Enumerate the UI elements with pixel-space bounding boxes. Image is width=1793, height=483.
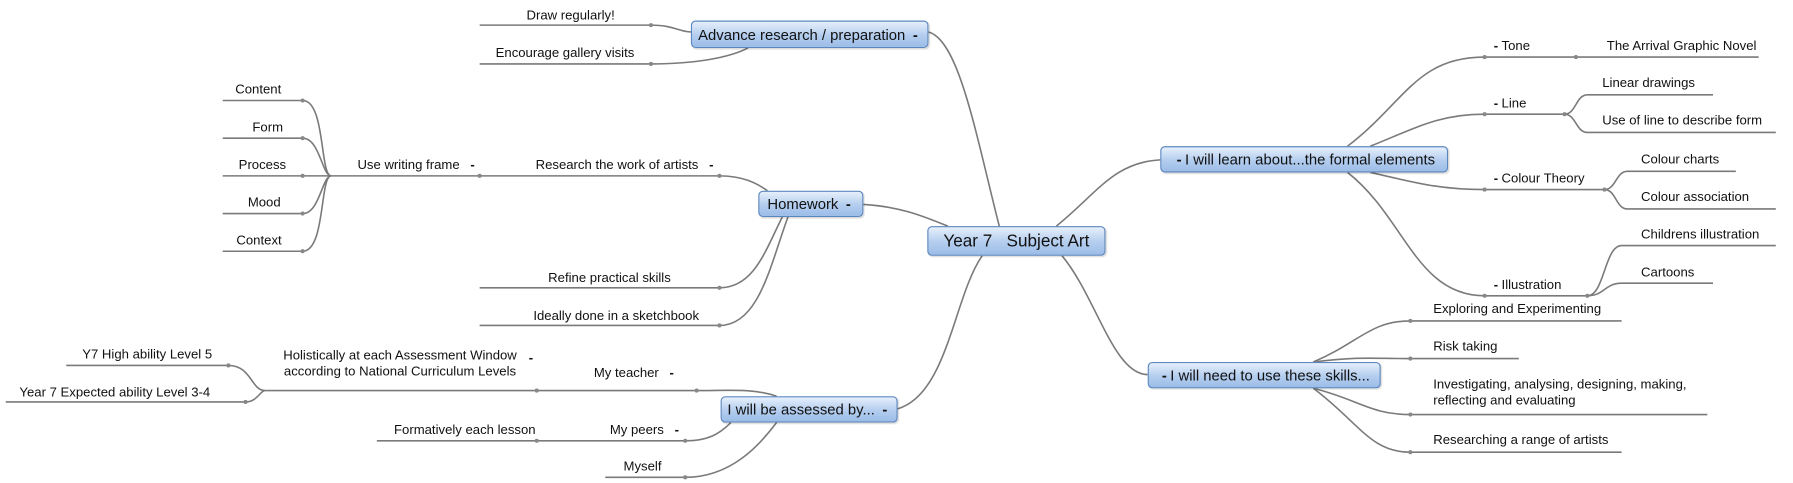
topic-label: I will learn about...the formal elements bbox=[1185, 150, 1436, 168]
subtopic-process[interactable]: Process bbox=[238, 158, 287, 173]
collapse-toggle[interactable]: - bbox=[528, 351, 534, 366]
subtopic-line[interactable]: -Line bbox=[1490, 96, 1527, 112]
collapse-toggle[interactable]: - bbox=[674, 423, 679, 438]
subtopic-myself[interactable]: Myself bbox=[623, 460, 662, 474]
subtopic-label-line: according to National Curriculum Levels bbox=[283, 365, 517, 380]
subtopic-investigating[interactable]: Investigating, analysing, designing, mak… bbox=[1433, 377, 1686, 409]
topic-label: I will be assessed by... bbox=[727, 400, 875, 418]
subtopic-label-line: Investigating, analysing, designing, mak… bbox=[1433, 378, 1687, 392]
subtopic-research-artists[interactable]: Research the work of artists - bbox=[536, 158, 717, 174]
topic-homework[interactable]: Homework - bbox=[758, 190, 864, 217]
topic-advance-research[interactable]: Advance research / preparation - bbox=[690, 20, 929, 48]
subtopic-high-ability[interactable]: Y7 High ability Level 5 bbox=[82, 348, 213, 363]
subtopic-arrival-graphic-novel[interactable]: The Arrival Graphic Novel bbox=[1606, 39, 1757, 54]
subtopic-my-peers[interactable]: My peers - bbox=[610, 423, 683, 439]
collapse-toggle[interactable]: - bbox=[1493, 172, 1499, 187]
subtopic-exploring[interactable]: Exploring and Experimenting bbox=[1433, 302, 1602, 317]
subtopic-gallery-visits[interactable]: Encourage gallery visits bbox=[495, 46, 635, 61]
collapse-toggle[interactable]: - bbox=[1493, 39, 1499, 54]
topic-assessed-by[interactable]: I will be assessed by... - bbox=[720, 396, 898, 423]
collapse-toggle[interactable]: - bbox=[1493, 97, 1499, 111]
subtopic-colour-charts[interactable]: Colour charts bbox=[1641, 153, 1720, 167]
subtopic-expected-ability[interactable]: Year 7 Expected ability Level 3-4 bbox=[19, 385, 211, 400]
subtopic-label: My teacher bbox=[593, 366, 659, 381]
subtopic-form[interactable]: Form bbox=[252, 121, 284, 135]
subtopic-refine-skills[interactable]: Refine practical skills bbox=[548, 271, 671, 286]
subtopic-label: My peers bbox=[609, 423, 664, 438]
subtopic-label: Illustration bbox=[1501, 278, 1562, 293]
subtopic-draw-regularly[interactable]: Draw regularly! bbox=[526, 9, 615, 23]
subtopic-linear-drawings[interactable]: Linear drawings bbox=[1602, 76, 1695, 91]
topic-label: Homework bbox=[767, 195, 839, 213]
subtopic-writing-frame[interactable]: Use writing frame - bbox=[357, 158, 478, 174]
subtopic-context[interactable]: Context bbox=[236, 234, 282, 248]
topic-formal-elements[interactable]: -I will learn about...the formal element… bbox=[1160, 146, 1449, 173]
central-topic-label: Year 7 Subject Art bbox=[943, 231, 1090, 251]
collapse-toggle[interactable]: - bbox=[882, 400, 888, 418]
collapse-toggle[interactable]: - bbox=[1493, 278, 1499, 293]
subtopic-sketchbook[interactable]: Ideally done in a sketchbook bbox=[533, 309, 700, 324]
collapse-toggle[interactable]: - bbox=[1161, 366, 1167, 384]
collapse-toggle[interactable]: - bbox=[470, 158, 475, 173]
subtopic-risk-taking[interactable]: Risk taking bbox=[1433, 340, 1498, 355]
subtopic-label: Line bbox=[1501, 97, 1527, 111]
collapse-toggle[interactable]: - bbox=[845, 195, 851, 213]
subtopic-colour-association[interactable]: Colour association bbox=[1641, 190, 1750, 205]
subtopic-holistically[interactable]: Holistically at each Assessment Window a… bbox=[283, 348, 533, 380]
subtopic-mood[interactable]: Mood bbox=[247, 196, 281, 211]
subtopic-label: Tone bbox=[1501, 39, 1531, 54]
subtopic-colour-theory[interactable]: -Colour Theory bbox=[1490, 171, 1585, 187]
topic-label: I will need to use these skills... bbox=[1170, 366, 1370, 384]
subtopic-my-teacher[interactable]: My teacher - bbox=[594, 365, 678, 381]
subtopic-illustration[interactable]: -Illustration bbox=[1490, 278, 1562, 294]
topic-label: Advance research / preparation bbox=[698, 25, 906, 43]
collapse-toggle[interactable]: - bbox=[912, 25, 918, 43]
subtopic-label-line: Holistically at each Assessment Window bbox=[283, 349, 517, 364]
subtopic-childrens-illustration[interactable]: Childrens illustration bbox=[1641, 228, 1760, 243]
subtopic-line-form[interactable]: Use of line to describe form bbox=[1602, 114, 1763, 128]
collapse-toggle[interactable]: - bbox=[669, 366, 674, 381]
subtopic-label-line: reflecting and evaluating bbox=[1433, 393, 1576, 408]
subtopic-label: Research the work of artists bbox=[535, 158, 699, 173]
subtopic-content[interactable]: Content bbox=[235, 83, 282, 98]
subtopic-tone[interactable]: -Tone bbox=[1490, 39, 1530, 55]
subtopic-formatively[interactable]: Formatively each lesson bbox=[393, 423, 536, 438]
topic-skills[interactable]: -I will need to use these skills... bbox=[1147, 362, 1381, 389]
subtopic-cartoons[interactable]: Cartoons bbox=[1641, 266, 1695, 280]
subtopic-researching-artists[interactable]: Researching a range of artists bbox=[1433, 433, 1609, 448]
subtopic-label: Colour Theory bbox=[1501, 172, 1585, 187]
subtopic-label: Use writing frame bbox=[357, 158, 460, 173]
central-topic[interactable]: Year 7 Subject Art bbox=[927, 226, 1106, 256]
collapse-toggle[interactable]: - bbox=[1176, 150, 1182, 168]
collapse-toggle[interactable]: - bbox=[709, 158, 714, 173]
